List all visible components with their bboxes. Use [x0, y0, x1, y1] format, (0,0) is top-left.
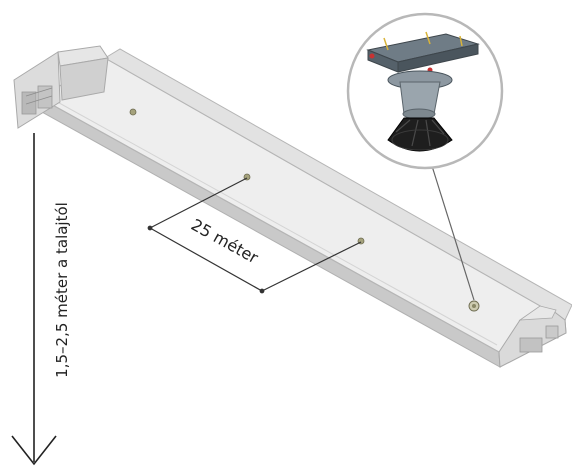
cylindrical-sensor-icon	[366, 31, 480, 152]
panel-inner-edge	[51, 98, 498, 346]
dimension-leader-right	[261, 241, 362, 292]
sensor-markers	[129, 108, 480, 312]
down-arrow-icon	[11, 435, 57, 466]
panel-back-rim	[104, 48, 572, 321]
sensor-point-1	[129, 108, 137, 116]
height-arrow	[11, 133, 57, 466]
distance-dimension	[147, 177, 362, 294]
ceiling-panel	[13, 45, 572, 368]
dimension-leader-left	[149, 177, 248, 229]
left-end-housing	[13, 45, 109, 129]
right-end-housing	[498, 305, 567, 368]
detector-callout	[346, 12, 504, 170]
height-label: 1,5–2,5 méter a talajtól	[53, 202, 71, 378]
dimension-line	[149, 227, 263, 292]
callout-line	[431, 165, 475, 301]
